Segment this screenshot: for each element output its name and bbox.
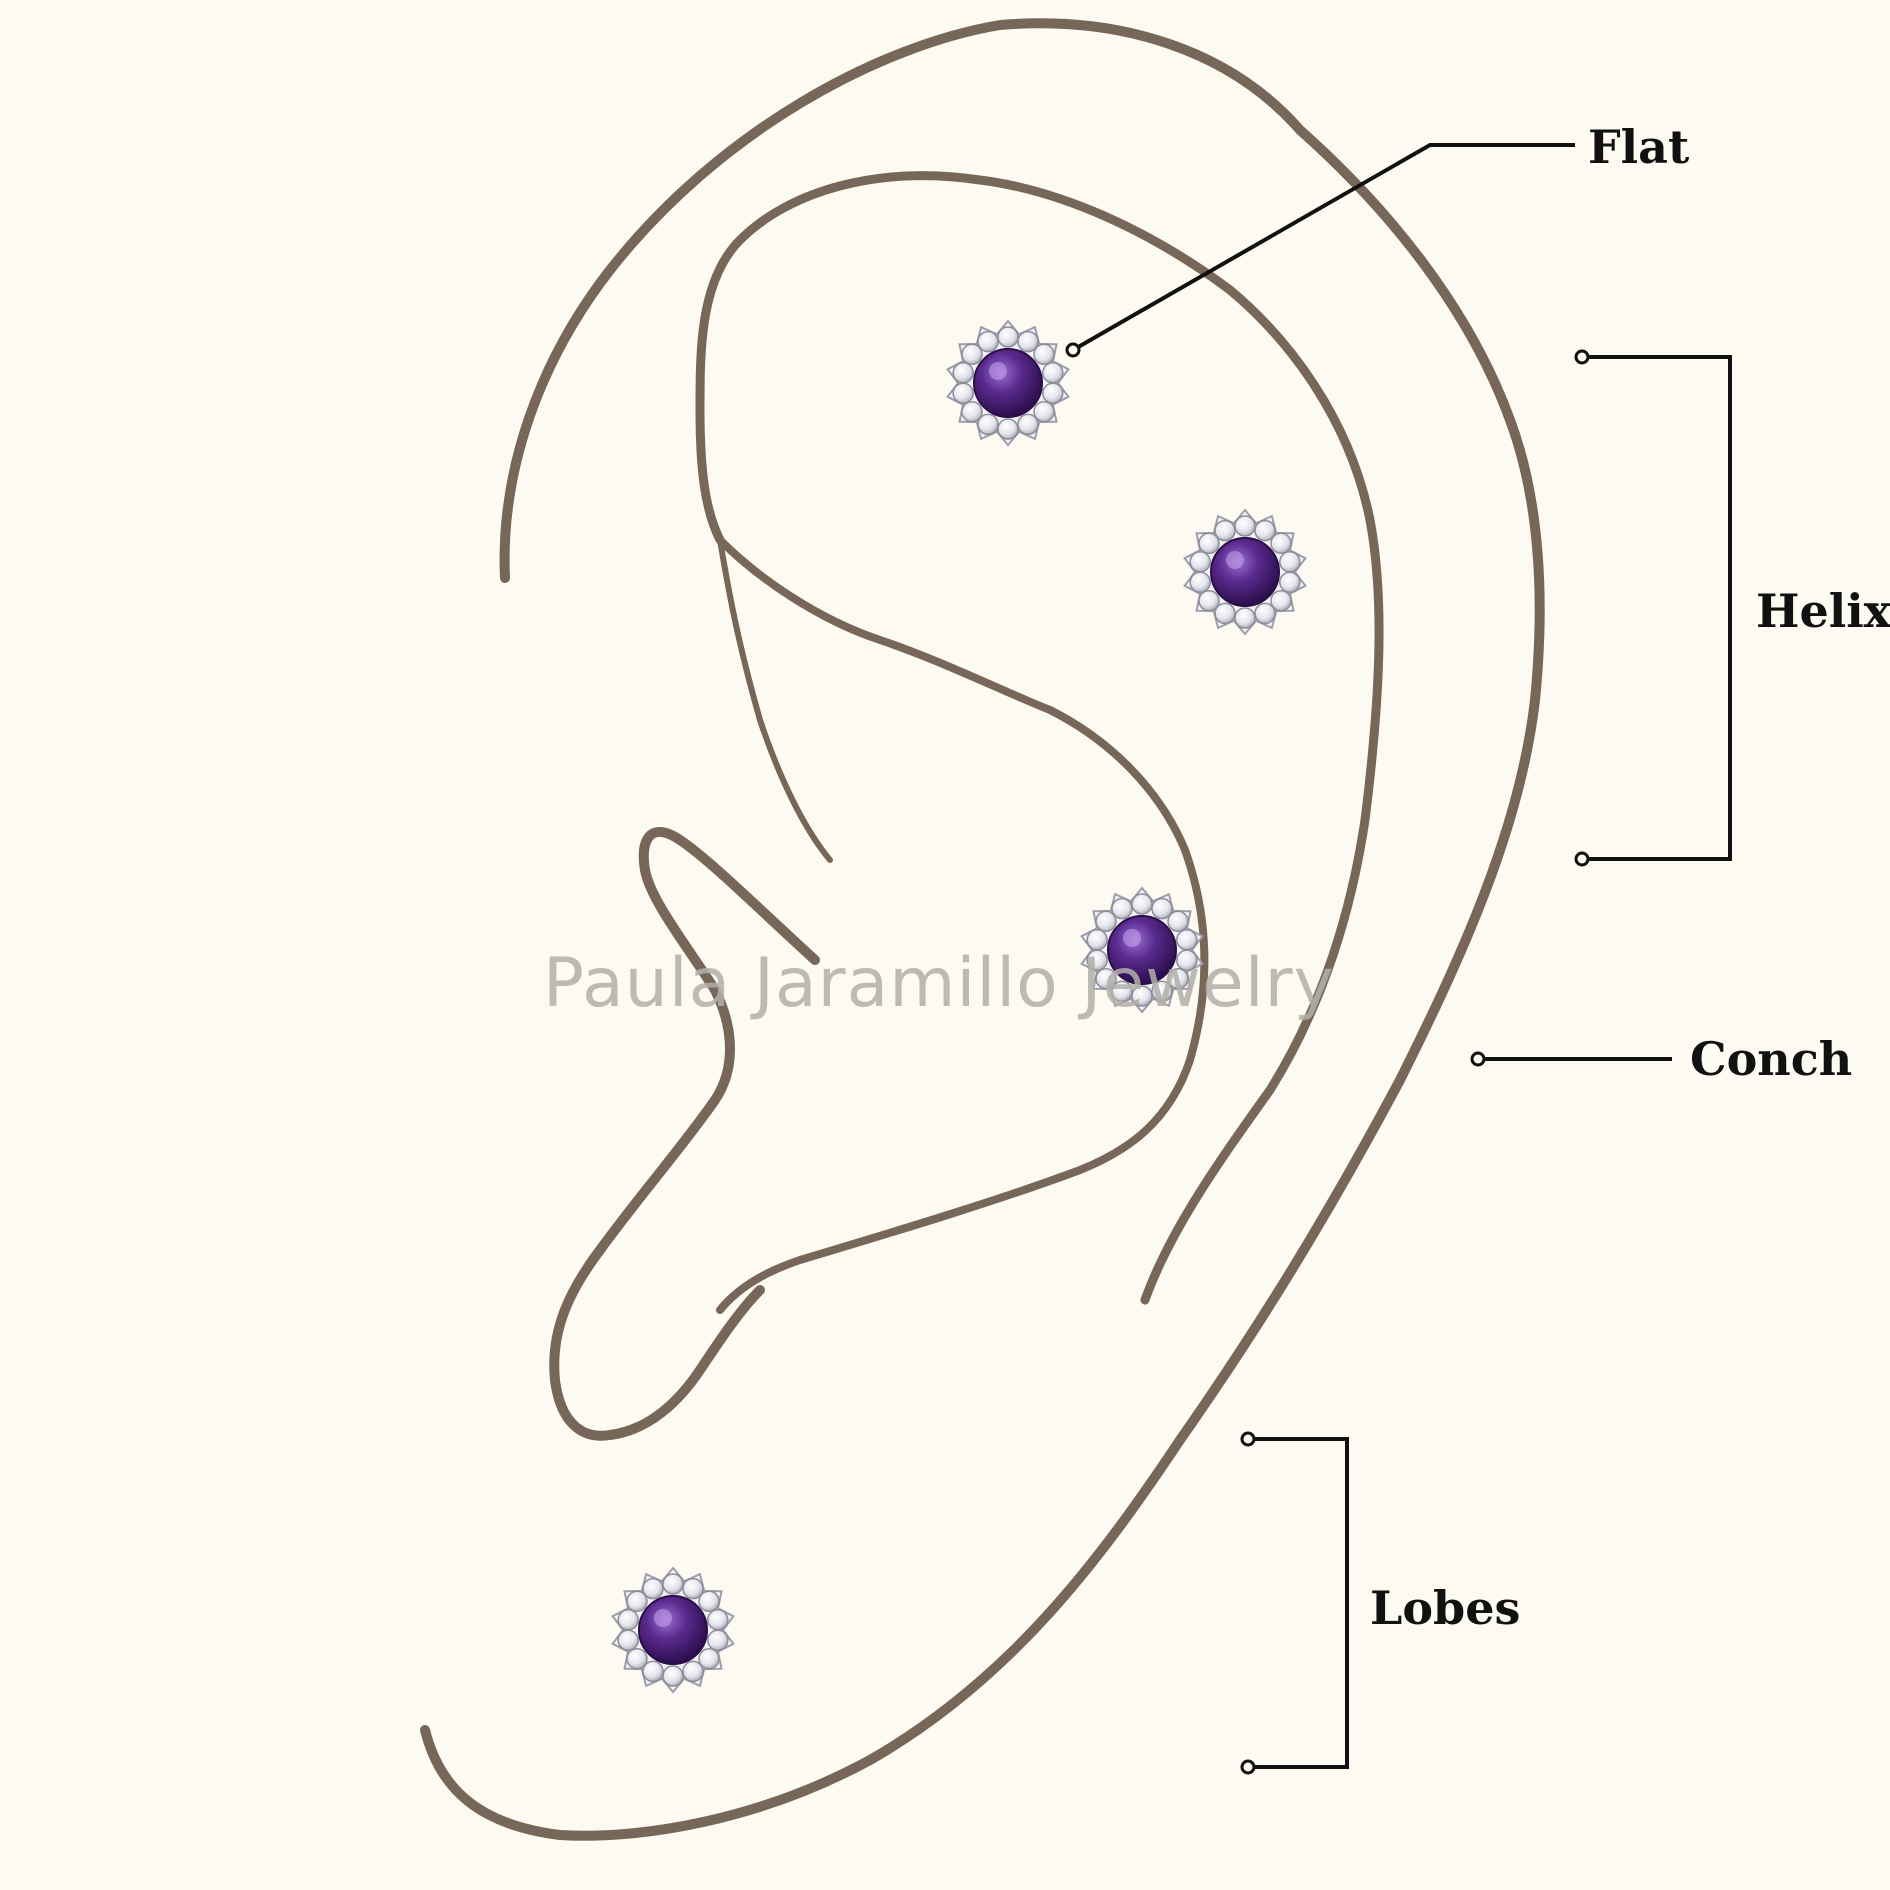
- lobes-bracket-top-dot: [1240, 1431, 1256, 1447]
- antihelix-outline: [716, 536, 1209, 1314]
- crus-outline: [717, 537, 833, 863]
- label-lobes: Lobes: [1370, 1581, 1521, 1635]
- flat-leader-line: [1072, 143, 1575, 352]
- label-helix: Helix: [1756, 584, 1890, 638]
- label-flat: Flat: [1588, 120, 1690, 174]
- lobes-bracket-bottom-dot: [1240, 1759, 1256, 1775]
- conch-earring: [1080, 886, 1204, 1014]
- flat-leader-dot: [1065, 342, 1081, 358]
- flat-earring: [946, 319, 1070, 447]
- conch-leader-dot: [1470, 1051, 1486, 1067]
- helix-bracket: [1582, 355, 1732, 861]
- helix-bracket-bottom-dot: [1574, 851, 1590, 867]
- helix-earring: [1183, 508, 1307, 636]
- lobe-earring: [611, 1566, 735, 1694]
- outer-ear-outline: [420, 18, 1545, 1841]
- label-conch: Conch: [1690, 1032, 1853, 1086]
- tragus-outline: [549, 827, 820, 1441]
- lobes-bracket: [1248, 1437, 1349, 1769]
- helix-bracket-top-dot: [1574, 349, 1590, 365]
- earrings-group: [611, 319, 1307, 1694]
- inner-helix-outline: [695, 171, 1384, 1305]
